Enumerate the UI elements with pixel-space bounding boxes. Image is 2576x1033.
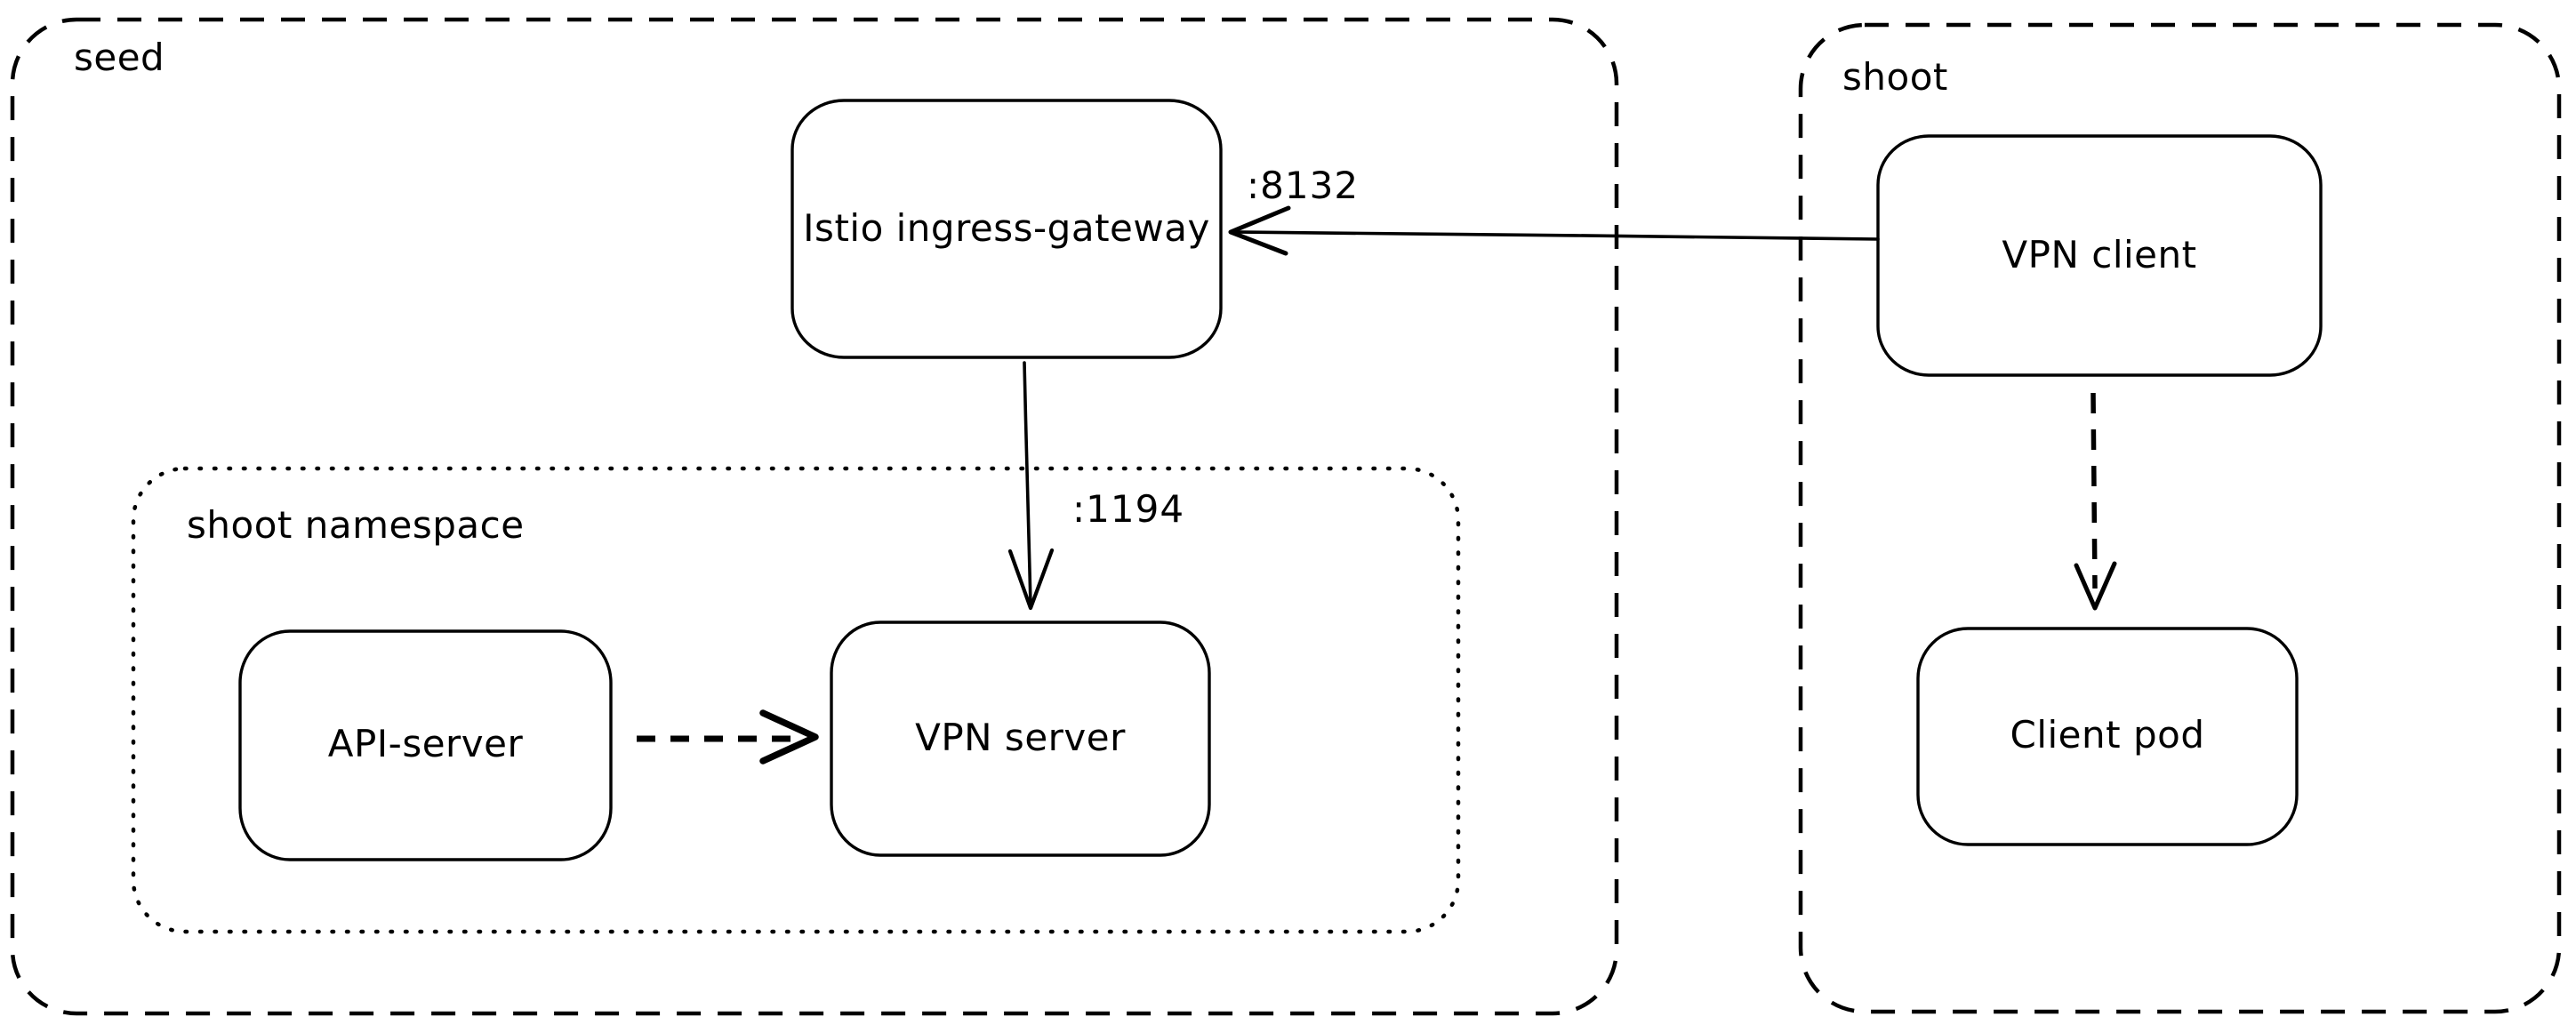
shoot-namespace-container-label: shoot namespace <box>187 503 525 547</box>
edge-port-label-1194: :1194 <box>1072 487 1185 531</box>
seed-container-label: seed <box>74 36 165 79</box>
vpn-client-label: VPN client <box>2002 233 2197 276</box>
api-server-label: API-server <box>327 722 524 765</box>
istio-ingress-gateway-box <box>790 99 1223 359</box>
edge-port-label-8132: :8132 <box>1247 164 1360 207</box>
edge-vpn-client-to-istio-arrowhead <box>1228 205 1291 256</box>
shoot-namespace-container-outline <box>131 466 1461 934</box>
vpn-server-box <box>830 621 1211 857</box>
edge-istio-to-vpn-server-arrowhead <box>1007 548 1055 611</box>
shoot-container-outline <box>1798 22 2562 1014</box>
client-pod-label: Client pod <box>2010 713 2205 757</box>
edge-vpn-client-to-client-pod-line <box>2090 392 2098 589</box>
edge-api-server-to-vpn-server <box>637 709 819 765</box>
client-pod-box <box>1916 627 2299 846</box>
shoot-container-label: shoot <box>1842 55 1948 99</box>
edge-vpn-client-to-istio-line <box>1232 230 1880 241</box>
vpn-server-label: VPN server <box>915 716 1126 759</box>
edge-api-server-to-vpn-server-arrowhead <box>759 709 819 765</box>
edge-vpn-client-to-client-pod-arrowhead <box>2074 561 2117 611</box>
edge-vpn-client-to-istio <box>1228 205 1880 256</box>
api-server-box <box>238 629 613 861</box>
vpn-client-box <box>1876 134 2323 377</box>
edge-vpn-client-to-client-pod <box>2074 392 2117 611</box>
edge-istio-to-vpn-server-line <box>1023 361 1032 606</box>
seed-container-outline <box>10 17 1619 1016</box>
edge-istio-to-vpn-server <box>1007 361 1055 611</box>
istio-ingress-gateway-label: Istio ingress-gateway <box>803 206 1210 250</box>
